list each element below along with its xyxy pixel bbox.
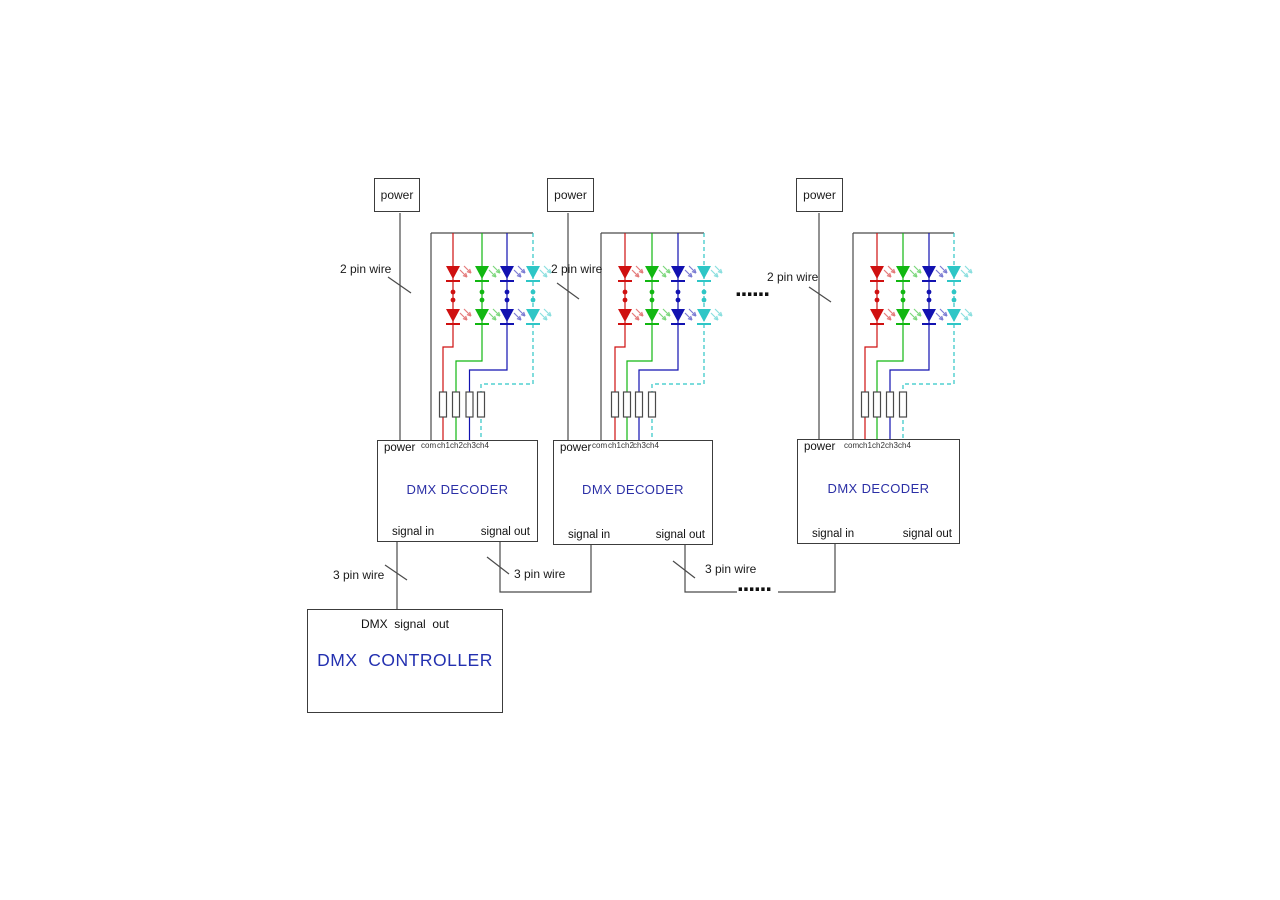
terminal-ch1: ch1 <box>437 441 450 450</box>
resistors <box>610 391 657 418</box>
three-pin-wire-label-1: 3 pin wire <box>333 568 385 582</box>
decoder-signal-out-label: signal out <box>655 529 705 541</box>
controller-title: DMX CONTROLLER <box>317 650 493 670</box>
decoder-signal-in-label: signal in <box>568 529 611 541</box>
terminal-com: com <box>844 441 860 450</box>
continuation-dots-bottom: ...... <box>737 570 772 597</box>
terminal-ch3: ch3 <box>885 441 898 450</box>
decoder-title: DMX DECODER <box>827 481 930 496</box>
terminal-ch4: ch4 <box>646 441 659 450</box>
terminal-ch2: ch2 <box>621 441 634 450</box>
power-supply-box-2: power <box>547 178 594 212</box>
power-supply-box-1: power <box>374 178 420 212</box>
unit-3-wiring <box>818 213 973 439</box>
resistors <box>438 391 486 418</box>
dmx-decoder-box-3: power DMX DECODER signal in signal out <box>797 439 960 544</box>
led-strip <box>445 265 552 325</box>
two-pin-wire-label-2: 2 pin wire <box>551 262 603 276</box>
decoder-signal-in-label: signal in <box>812 528 855 540</box>
dmx-decoder-box-2: power DMX DECODER signal in signal out <box>553 440 713 545</box>
decoder-signal-out-label: signal out <box>480 526 530 538</box>
decoder-title: DMX DECODER <box>406 482 509 497</box>
decoder-power-terminal: power <box>560 442 592 454</box>
two-pin-wire-label-1: 2 pin wire <box>340 262 392 276</box>
power-supply-label: power <box>803 188 836 202</box>
terminal-ch2: ch2 <box>450 441 463 450</box>
decoder-power-terminal: power <box>804 441 836 453</box>
decoder2-out-wire <box>684 545 737 593</box>
led-strip <box>869 265 973 325</box>
three-pin-wire-label-3: 3 pin wire <box>705 562 757 576</box>
resistors <box>860 391 908 418</box>
terminal-ch1: ch1 <box>859 441 872 450</box>
three-pin-wire-label-2: 3 pin wire <box>514 567 566 581</box>
dmx-controller-box: DMX signal out DMX CONTROLLER <box>307 609 503 713</box>
terminal-ch3: ch3 <box>463 441 476 450</box>
decoder3-in-wire <box>778 544 836 593</box>
decoder-power-terminal: power <box>384 442 416 454</box>
dmx-decoder-box-1: power DMX DECODER signal in signal out <box>377 440 538 542</box>
unit-1-wiring <box>399 213 552 440</box>
label-leader-lines <box>384 276 832 581</box>
led-strip <box>617 265 723 325</box>
unit-2-wiring <box>567 213 723 440</box>
terminal-com: com <box>421 441 437 450</box>
terminal-ch2: ch2 <box>872 441 885 450</box>
decoder-signal-in-label: signal in <box>392 526 435 538</box>
power-supply-label: power <box>554 188 587 202</box>
continuation-dots-top: ...... <box>735 275 770 302</box>
terminal-ch1: ch1 <box>608 441 621 450</box>
power-supply-box-3: power <box>796 178 843 212</box>
terminal-ch4: ch4 <box>476 441 489 450</box>
controller-signal-out-label: DMX signal out <box>360 617 450 631</box>
terminal-ch3: ch3 <box>633 441 646 450</box>
terminal-com: com <box>592 441 608 450</box>
two-pin-wire-label-3: 2 pin wire <box>767 270 819 284</box>
power-supply-label: power <box>380 188 414 202</box>
decoder-title: DMX DECODER <box>582 482 684 497</box>
decoder-signal-out-label: signal out <box>902 528 952 540</box>
terminal-ch4: ch4 <box>898 441 911 450</box>
